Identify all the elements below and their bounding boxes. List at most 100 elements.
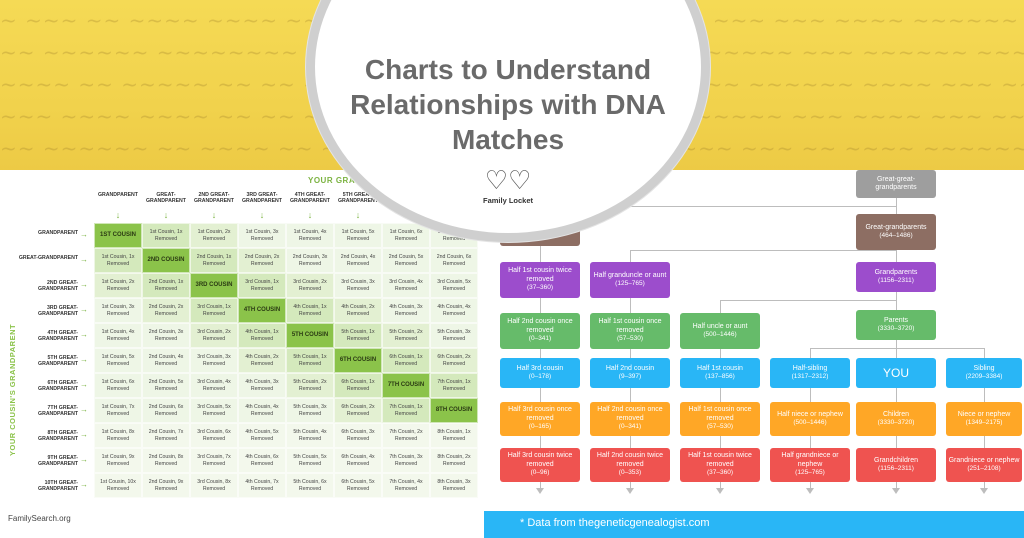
cm-range: (0–165) xyxy=(528,423,552,431)
grid-cell: 2nd Cousin, 3x Removed xyxy=(286,248,334,273)
grid-cell: 6th Cousin, 1x Removed xyxy=(334,373,382,398)
right-arrow-icon: → xyxy=(80,480,88,489)
connector-line xyxy=(720,482,721,488)
grid-cell: 8th Cousin, 1x Removed xyxy=(430,423,478,448)
grid-cell: 3rd Cousin, 5x Removed xyxy=(190,398,238,423)
grid-cell: 5th Cousin, 2x Removed xyxy=(286,373,334,398)
relationship-label: Half grandniece or nephew xyxy=(781,452,839,468)
relationship-box: Half 1st cousin twice removed(37–360) xyxy=(680,448,760,482)
grid-cell: 1st Cousin, 6x Removed xyxy=(382,223,430,248)
grid-cell: 5TH COUSIN xyxy=(286,323,334,348)
grid-cell: 6th Cousin, 3x Removed xyxy=(334,423,382,448)
grid-cell: 3rd Cousin, 3x Removed xyxy=(334,273,382,298)
grid-cell: 1st Cousin, 5x Removed xyxy=(94,348,142,373)
grid-cell: 2nd Cousin, 4x Removed xyxy=(142,348,190,373)
grid-cell: 7th Cousin, 1x Removed xyxy=(382,398,430,423)
cm-range: (1156–2311) xyxy=(878,465,914,472)
grid-cell: 4th Cousin, 5x Removed xyxy=(238,423,286,448)
relationship-label: Half 1st cousin twice removed xyxy=(508,267,572,283)
grid-cell: 1st Cousin, 9x Removed xyxy=(94,448,142,473)
down-arrow-icon xyxy=(626,488,634,494)
grid-cell: 8th Cousin, 3x Removed xyxy=(430,473,478,498)
grid-cell: 2nd Cousin, 5x Removed xyxy=(382,248,430,273)
relationship-box: Half 3rd cousin(0–178) xyxy=(500,358,580,388)
grid-cell: 1st Cousin, 2x Removed xyxy=(94,273,142,298)
grid-cell: 6TH COUSIN xyxy=(334,348,382,373)
connector-line xyxy=(630,349,631,358)
cm-range: (125–765) xyxy=(615,280,645,287)
connector-line xyxy=(810,436,811,448)
row-header: 3RD GREAT-GRANDPARENT xyxy=(38,305,78,317)
right-arrow-icon: → xyxy=(80,355,88,364)
grid-cell: 1st Cousin, 10x Removed xyxy=(94,473,142,498)
right-arrow-icon: → xyxy=(80,305,88,314)
relationship-label: Parents xyxy=(883,316,909,324)
grid-cell: 7th Cousin, 4x Removed xyxy=(382,473,430,498)
connector-line xyxy=(810,348,984,349)
grid-cell: 1st Cousin, 2x Removed xyxy=(190,223,238,248)
relationship-label: Grandchildren xyxy=(874,456,918,464)
grid-cell: 2nd Cousin, 4x Removed xyxy=(334,248,382,273)
cm-range: (37–360) xyxy=(706,469,734,477)
relationship-label: Half 3rd cousin xyxy=(516,364,564,372)
relationship-box: Grandchildren(1156–2311) xyxy=(856,448,936,482)
grid-cell: 6th Cousin, 2x Removed xyxy=(430,348,478,373)
cm-range: (37–360) xyxy=(526,284,554,292)
right-arrow-icon: → xyxy=(80,455,88,464)
relationship-box: Grandniece or nephew(251–2108) xyxy=(946,448,1022,482)
grid-cell: 3rd Cousin, 7x Removed xyxy=(190,448,238,473)
grid-cell: 2nd Cousin, 5x Removed xyxy=(142,373,190,398)
relationship-box: Half 1st cousin(137–856) xyxy=(680,358,760,388)
grid-cell: 4th Cousin, 2x Removed xyxy=(238,348,286,373)
relationship-label: Half 1st cousin twice removed xyxy=(688,452,752,468)
connector-line xyxy=(540,388,541,402)
relationship-label: Niece or nephew xyxy=(957,410,1011,418)
relationship-label: Half 3rd cousin twice removed xyxy=(507,452,573,468)
row-header: 6TH GREAT-GRANDPARENT xyxy=(38,380,78,392)
cm-range: (9–397) xyxy=(618,373,642,380)
down-arrow-icon xyxy=(892,488,900,494)
connector-line xyxy=(896,250,897,262)
down-arrow-icon: ↓ xyxy=(355,210,361,220)
cm-range: (0–341) xyxy=(528,335,552,343)
connector-line xyxy=(984,482,985,488)
row-header: 4TH GREAT-GRANDPARENT xyxy=(38,330,78,342)
grid-cell: 4th Cousin, 6x Removed xyxy=(238,448,286,473)
down-arrow-icon xyxy=(980,488,988,494)
grid-cell: 5th Cousin, 1x Removed xyxy=(334,323,382,348)
relationship-box: Children(3330–3720) xyxy=(856,402,936,436)
cm-range: (1317–2312) xyxy=(791,373,829,380)
grid-cell: 7th Cousin, 2x Removed xyxy=(382,423,430,448)
grid-cell: 5th Cousin, 6x Removed xyxy=(286,473,334,498)
right-arrow-icon: → xyxy=(80,380,88,389)
relationship-box: Half 2nd cousin once removed(0–341) xyxy=(590,402,670,436)
relationship-label: Children xyxy=(882,410,910,418)
relationship-box: YOU xyxy=(856,358,936,388)
grid-cell: 3rd Cousin, 6x Removed xyxy=(190,423,238,448)
grid-cell: 3rd Cousin, 2x Removed xyxy=(286,273,334,298)
grid-cell: 2nd Cousin, 6x Removed xyxy=(430,248,478,273)
connector-line xyxy=(630,482,631,488)
grid-cell: 2nd Cousin, 6x Removed xyxy=(142,398,190,423)
grid-cell: 6th Cousin, 2x Removed xyxy=(334,398,382,423)
connector-line xyxy=(720,300,721,313)
down-arrow-icon: ↓ xyxy=(115,210,121,220)
grid-cell: 2nd Cousin, 7x Removed xyxy=(142,423,190,448)
relationship-label: Half 3rd cousin once removed xyxy=(508,406,572,422)
row-header: 9TH GREAT-GRANDPARENT xyxy=(38,455,78,467)
grid-cell: 2ND COUSIN xyxy=(142,248,190,273)
connector-line xyxy=(540,436,541,448)
grid-cell: 4th Cousin, 2x Removed xyxy=(334,298,382,323)
relationship-box: Half 1st cousin once removed(57–530) xyxy=(680,402,760,436)
grid-cell: 4th Cousin, 3x Removed xyxy=(382,298,430,323)
col-header: GREAT-GRANDPARENT xyxy=(146,192,186,204)
connector-line xyxy=(896,198,897,214)
row-header: 5TH GREAT-GRANDPARENT xyxy=(38,355,78,367)
connector-line xyxy=(540,482,541,488)
cm-range: (3330–3720) xyxy=(877,325,915,332)
row-header: 2ND GREAT-GRANDPARENT xyxy=(38,280,78,292)
grid-cell: 1st Cousin, 8x Removed xyxy=(94,423,142,448)
grid-cell: 1st Cousin, 4x Removed xyxy=(94,323,142,348)
connector-line xyxy=(720,436,721,448)
down-arrow-icon xyxy=(536,488,544,494)
